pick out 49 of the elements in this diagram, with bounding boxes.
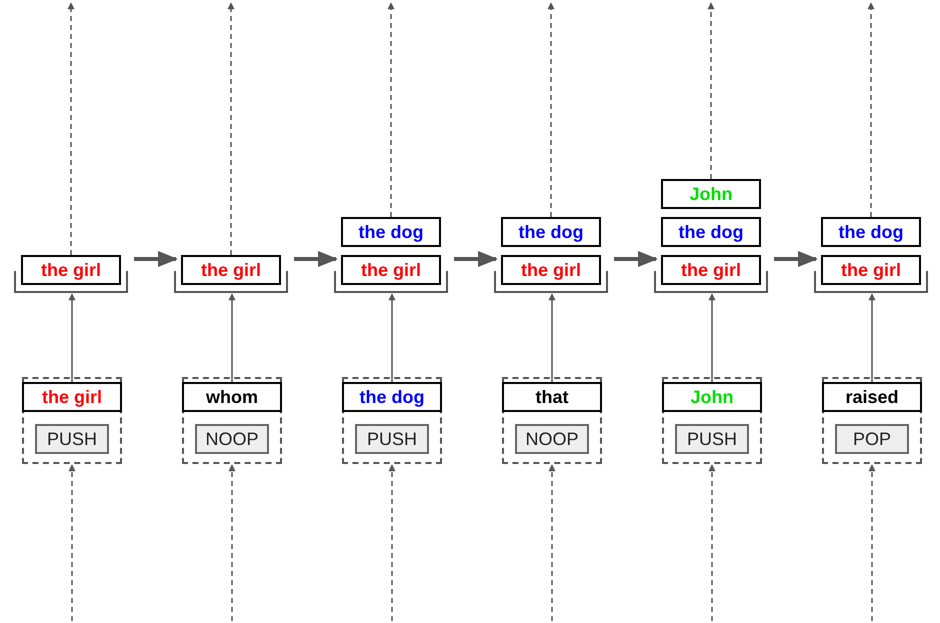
dashed-box xyxy=(822,377,922,464)
dashed-box xyxy=(22,377,122,464)
arrow xyxy=(868,464,876,621)
word-box: John xyxy=(662,382,762,412)
arrow xyxy=(708,464,716,621)
arrow xyxy=(388,2,394,217)
action-label: NOOP xyxy=(195,424,269,454)
arrow xyxy=(868,2,874,217)
action-label: NOOP xyxy=(515,424,589,454)
arrow xyxy=(548,293,556,382)
stack-item: the girl xyxy=(821,255,921,285)
arrow xyxy=(68,464,76,621)
arrow xyxy=(708,293,716,382)
stack-item: John xyxy=(661,179,761,209)
stack-bracket xyxy=(14,255,128,293)
arrow xyxy=(228,464,236,621)
word-box: that xyxy=(502,382,602,412)
dashed-box xyxy=(662,377,762,464)
word-box: the girl xyxy=(22,382,122,412)
dashed-box xyxy=(502,377,602,464)
stack-item: the girl xyxy=(181,255,281,285)
stack-item: the girl xyxy=(661,255,761,285)
stack-item: the dog xyxy=(661,217,761,247)
stack-item: the girl xyxy=(501,255,601,285)
stack-item: the girl xyxy=(341,255,441,285)
arrow xyxy=(388,293,396,382)
dashed-box xyxy=(342,377,442,464)
word-box: whom xyxy=(182,382,282,412)
arrow xyxy=(708,2,714,179)
arrow xyxy=(68,293,76,382)
arrow xyxy=(548,2,554,217)
arrow xyxy=(548,464,556,621)
arrow xyxy=(68,2,74,255)
stack-item: the girl xyxy=(21,255,121,285)
action-label: POP xyxy=(835,424,909,454)
action-label: PUSH xyxy=(355,424,429,454)
dashed-box xyxy=(182,377,282,464)
word-box: the dog xyxy=(342,382,442,412)
stack-item: the dog xyxy=(821,217,921,247)
arrow xyxy=(868,293,876,382)
stack-item: the dog xyxy=(501,217,601,247)
action-label: PUSH xyxy=(675,424,749,454)
arrow xyxy=(228,2,234,255)
arrow xyxy=(228,293,236,382)
word-box: raised xyxy=(822,382,922,412)
stack-item: the dog xyxy=(341,217,441,247)
arrow xyxy=(388,464,396,621)
stack-bracket xyxy=(174,255,288,293)
action-label: PUSH xyxy=(35,424,109,454)
